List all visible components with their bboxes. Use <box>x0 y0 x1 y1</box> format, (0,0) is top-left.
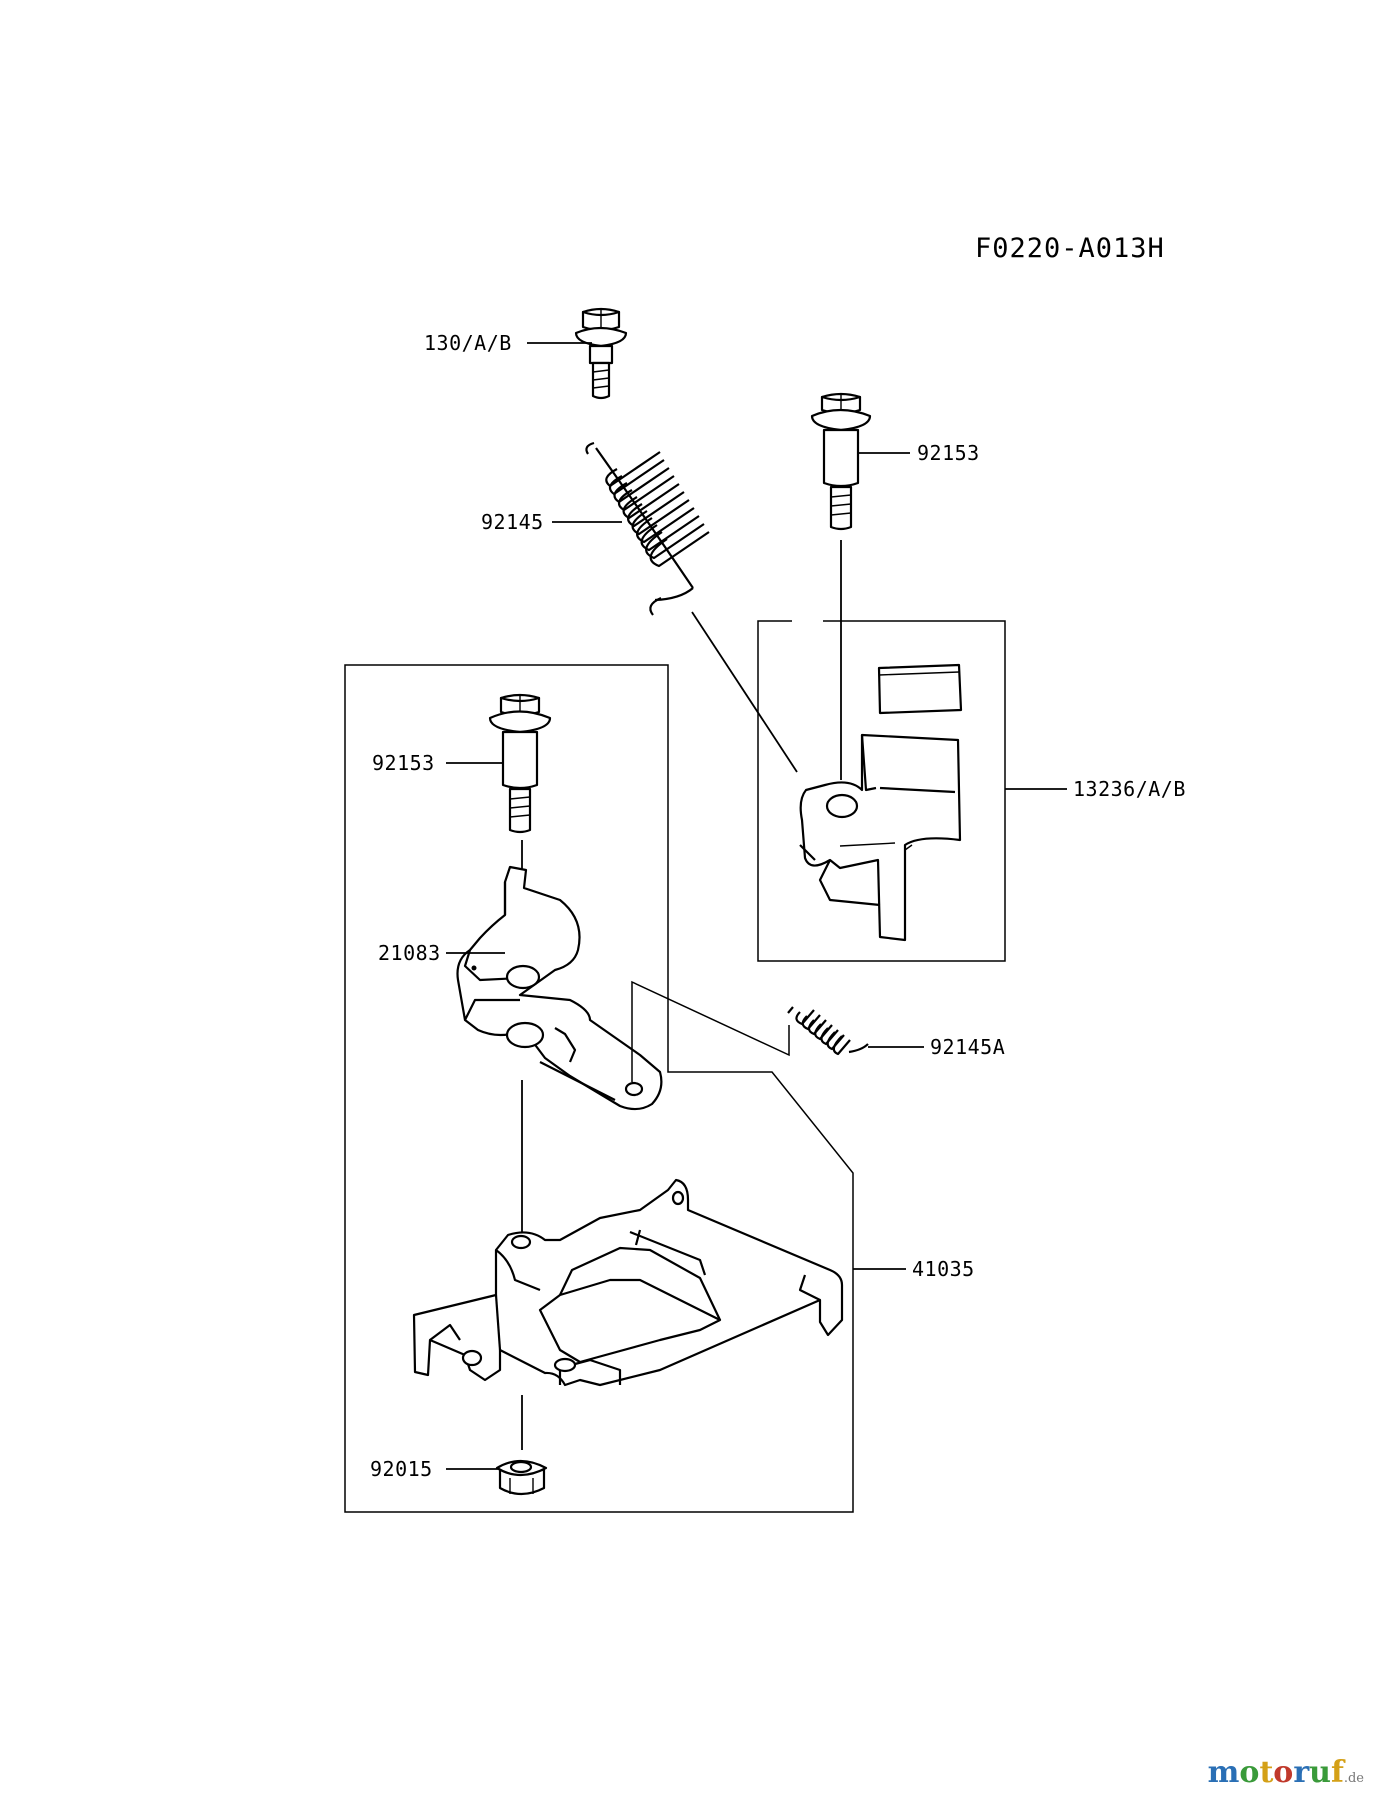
bolt-92153-right-part <box>810 392 872 531</box>
leader-line <box>691 611 798 773</box>
callout-92153-right: 92153 <box>917 441 980 465</box>
watermark-letter: t <box>1259 1755 1274 1790</box>
watermark-letter: u <box>1309 1755 1331 1790</box>
bolt-130-part <box>574 307 628 400</box>
watermark-letter: f <box>1330 1755 1344 1790</box>
lever-21083-part <box>456 865 663 1111</box>
spring-92145A-part <box>787 1006 869 1056</box>
callout-13236AB: 13236/A/B <box>1073 777 1186 801</box>
callout-92153-left: 92153 <box>372 751 435 775</box>
drawing-code: F0220-A013H <box>975 233 1165 264</box>
callout-92145A: 92145A <box>930 1035 1005 1059</box>
watermark-letter: m <box>1207 1755 1240 1790</box>
spring-link-line <box>631 980 790 1082</box>
callout-92145: 92145 <box>481 510 544 534</box>
watermark-letter: o <box>1239 1755 1260 1790</box>
motoruf-watermark: motoruf.de <box>1208 1755 1364 1790</box>
main-assy-box <box>344 664 854 1513</box>
spring-92145-part <box>585 441 710 616</box>
callout-130AB: 130/A/B <box>424 331 512 355</box>
watermark-letter: r <box>1293 1755 1310 1790</box>
bolt-92153-left-part <box>488 693 552 834</box>
plate-41035-part <box>412 1178 844 1387</box>
bracket-assy-box <box>757 620 1006 962</box>
callout-92015: 92015 <box>370 1457 433 1481</box>
bracket-13236-part <box>799 663 963 942</box>
callout-41035: 41035 <box>912 1257 975 1281</box>
watermark-tld: .de <box>1343 1771 1364 1786</box>
callout-21083: 21083 <box>378 941 441 965</box>
watermark-letter: o <box>1273 1755 1294 1790</box>
nut-92015-part <box>495 1459 548 1496</box>
